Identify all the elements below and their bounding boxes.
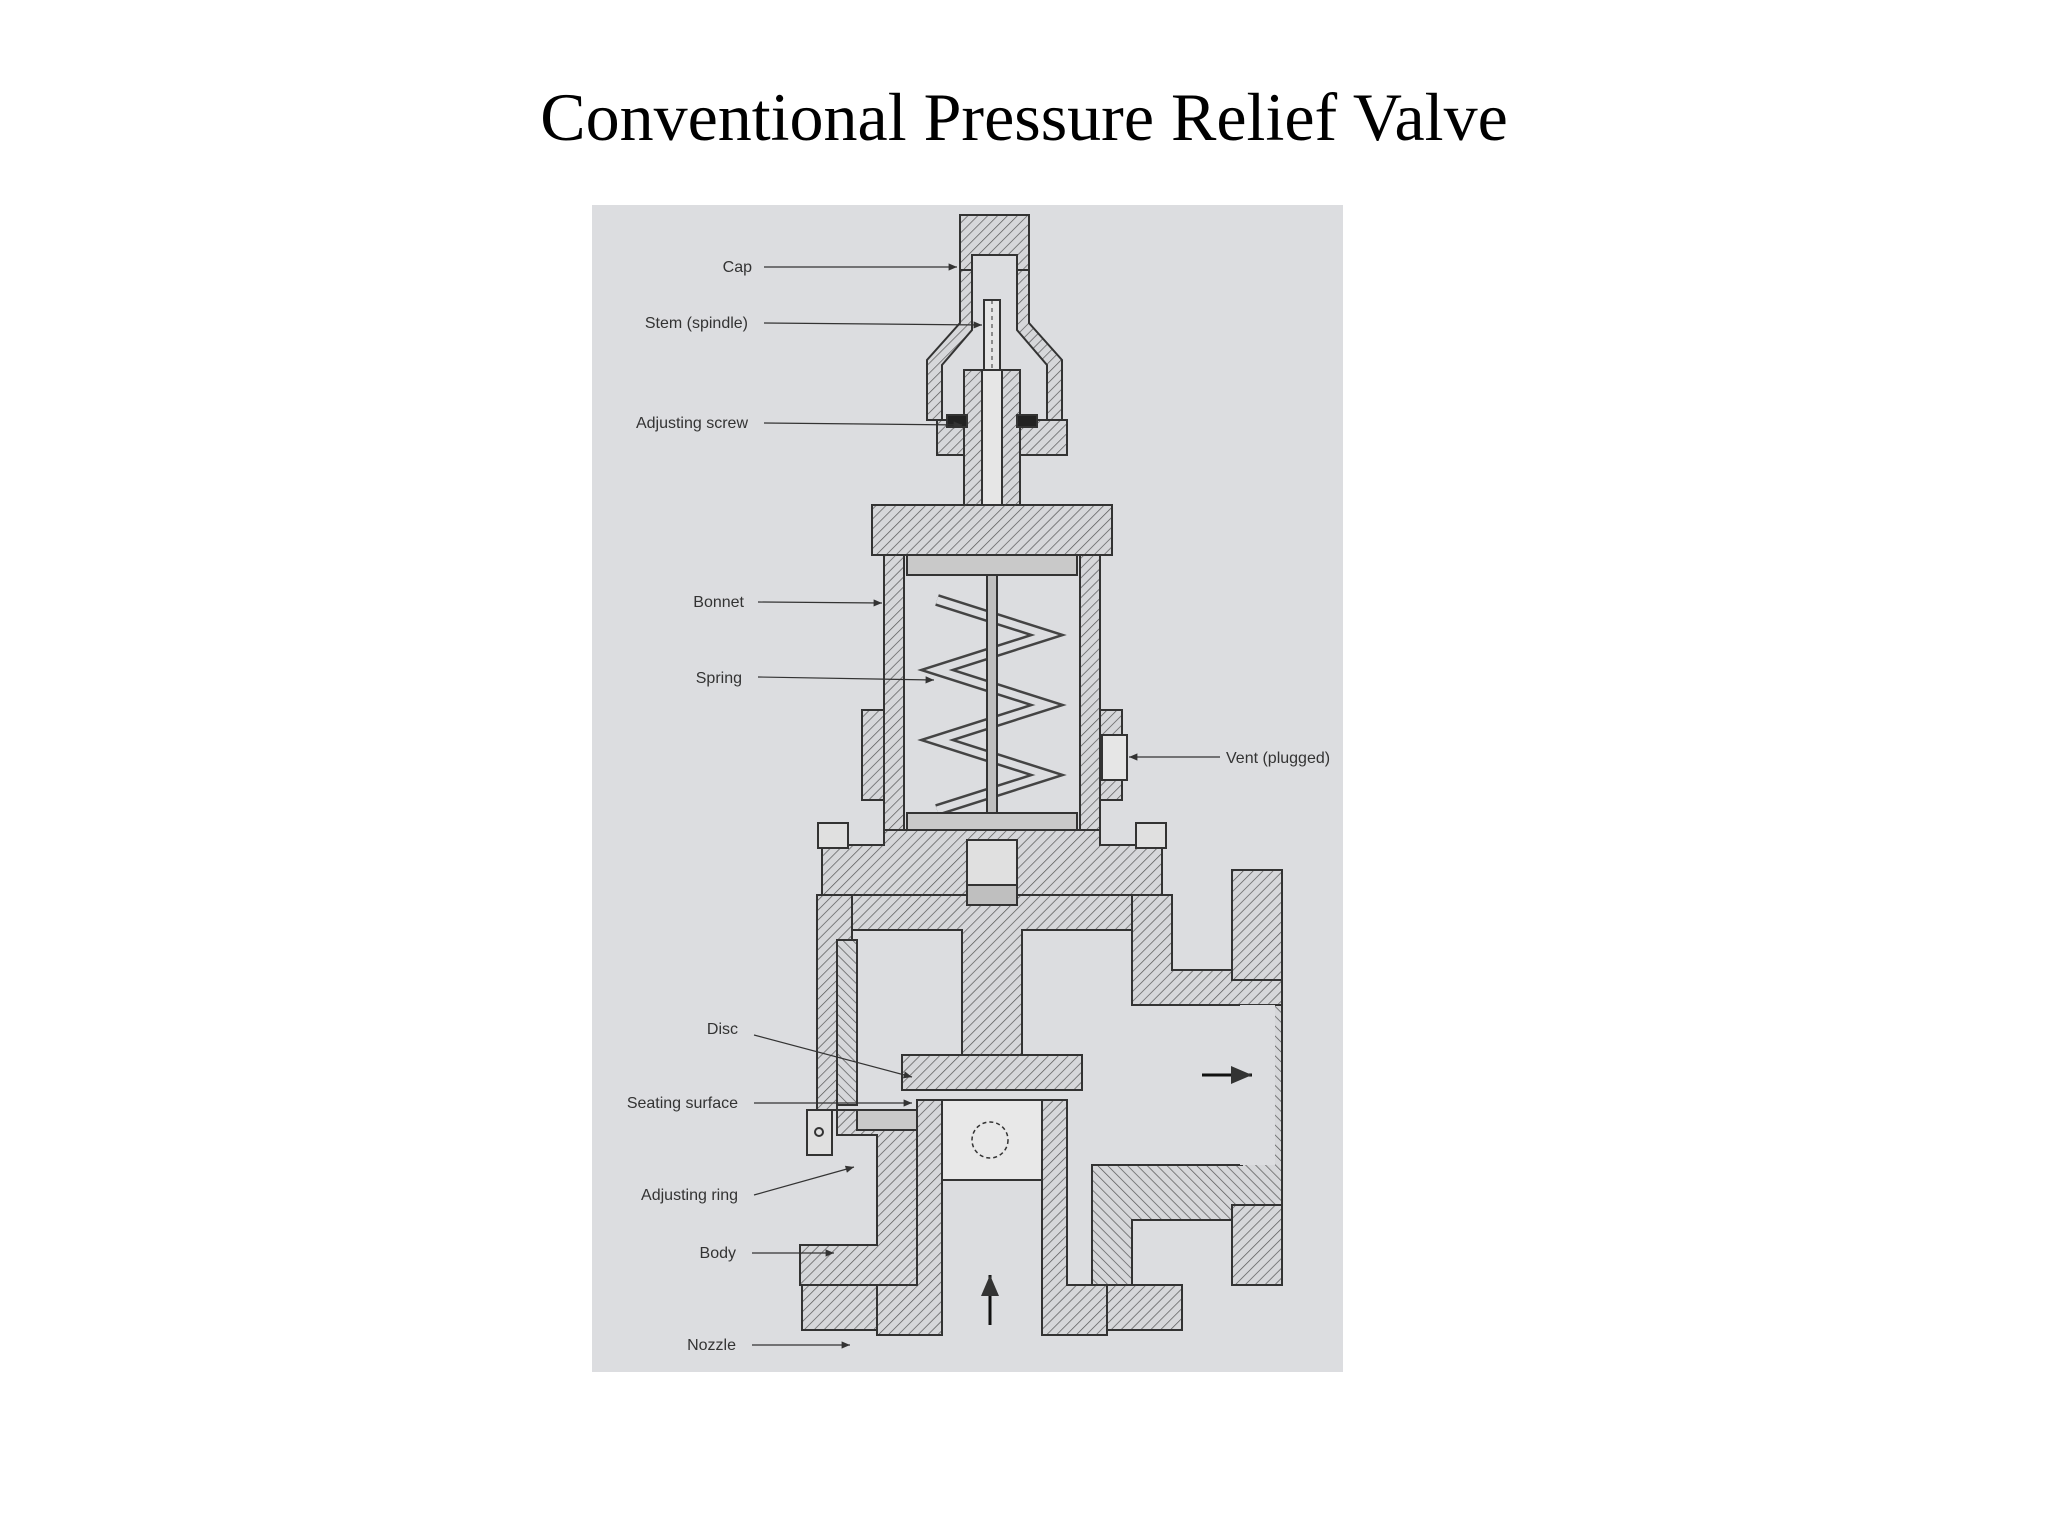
spring-part-inner	[925, 596, 1059, 814]
outlet-part	[1091, 869, 1283, 1316]
label-adjusting-ring: Adjusting ring	[641, 1187, 738, 1204]
label-body: Body	[700, 1245, 736, 1262]
leader-lines	[752, 263, 1220, 1349]
nozzle-part	[876, 1099, 1108, 1336]
valve-diagram: Cap Stem (spindle) Adjusting screw Bonne…	[592, 205, 1343, 1372]
label-disc: Disc	[707, 1021, 738, 1038]
valve-cross-section: Cap Stem (spindle) Adjusting screw Bonne…	[627, 214, 1330, 1354]
stem-part	[983, 299, 1001, 371]
label-bonnet: Bonnet	[693, 594, 744, 611]
adjusting-ring-part	[806, 1109, 918, 1156]
label-vent: Vent (plugged)	[1226, 750, 1330, 767]
label-seating-surface: Seating surface	[627, 1095, 738, 1112]
page-title: Conventional Pressure Relief Valve	[540, 79, 1508, 155]
adjusting-screw-part	[946, 369, 1038, 531]
disc-part	[901, 1054, 1083, 1091]
label-nozzle: Nozzle	[687, 1337, 736, 1354]
label-adjusting-screw: Adjusting screw	[636, 415, 748, 432]
bonnet-part	[861, 554, 1128, 831]
label-spring: Spring	[696, 670, 742, 687]
label-stem: Stem (spindle)	[645, 315, 748, 332]
body-left-wall	[816, 894, 858, 1111]
body-lower	[799, 1109, 1183, 1331]
body-upper	[817, 822, 1167, 896]
bonnet-top-flange	[871, 504, 1113, 556]
label-cap: Cap	[723, 259, 752, 276]
disc-holder-part	[851, 884, 1133, 1056]
